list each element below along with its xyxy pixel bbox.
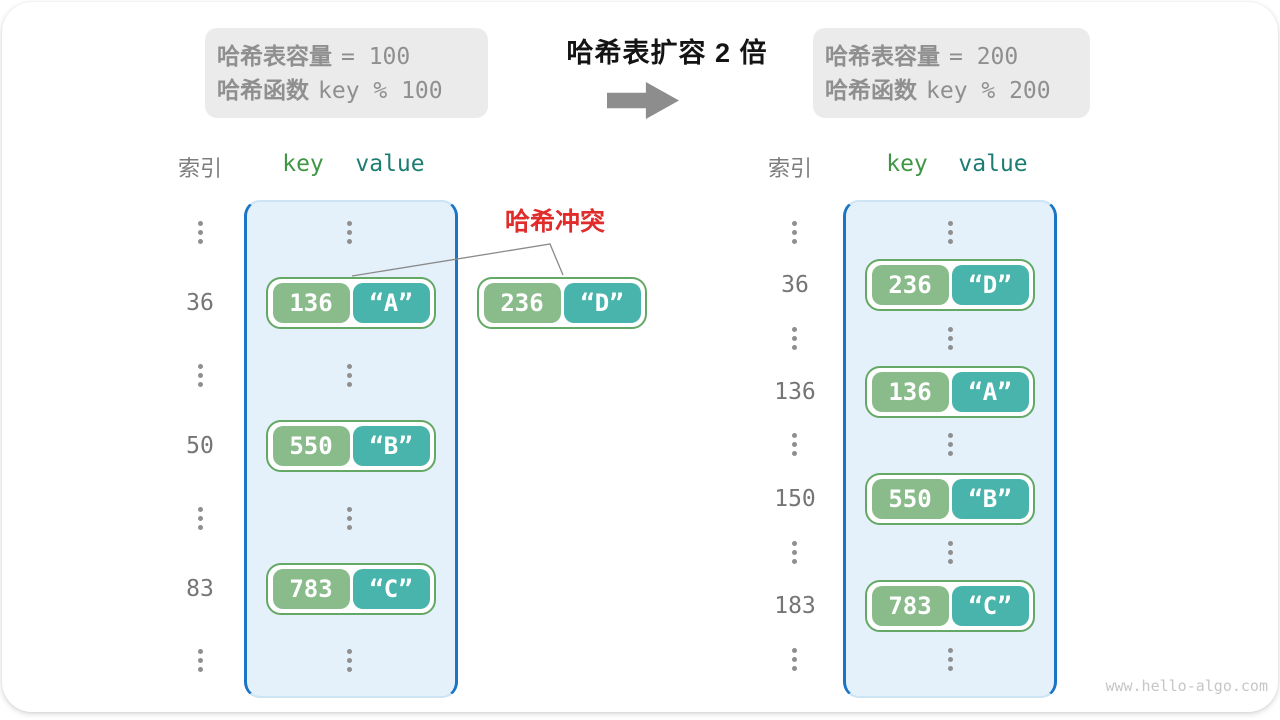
site-watermark: www.hello-algo.com: [1105, 677, 1268, 695]
hash-collision-label: 哈希冲突: [504, 208, 605, 236]
value-cell: “B”: [951, 479, 1029, 519]
ellipsis-dots: [948, 550, 953, 555]
key-cell: 136: [871, 372, 949, 412]
ellipsis-dots: [948, 442, 953, 447]
index-label: 136: [774, 379, 816, 405]
index-label: 36: [186, 290, 214, 316]
hash-function-value: key % 200: [926, 78, 1051, 104]
capacity-label: 哈希表容量: [217, 43, 332, 69]
value-cell: “C”: [352, 569, 430, 609]
index-label: 83: [186, 576, 214, 602]
ellipsis-dots: [792, 550, 797, 555]
value-cell: “A”: [951, 372, 1029, 412]
key-cell: 136: [272, 283, 350, 323]
key-cell: 236: [871, 265, 949, 305]
ellipsis-dots: [198, 658, 203, 663]
ellipsis-dots: [792, 336, 797, 341]
left-index-header: 索引: [177, 156, 222, 181]
hash-function-label: 哈希函数: [825, 77, 917, 103]
value-cell: “B”: [352, 426, 430, 466]
kv-pair-550-B: 550 “B”: [266, 420, 436, 472]
hash-function-line: 哈希函数 key % 200: [825, 74, 1080, 108]
value-cell: “C”: [951, 586, 1029, 626]
ellipsis-dots: [198, 373, 203, 378]
expansion-title: 哈希表扩容 2 倍: [566, 38, 768, 68]
kv-pair-236-D-collision: 236 “D”: [477, 277, 647, 329]
ellipsis-dots: [792, 442, 797, 447]
value-cell: “D”: [563, 283, 641, 323]
kv-pair-236-D: 236 “D”: [865, 259, 1035, 311]
value-cell: “D”: [951, 265, 1029, 305]
ellipsis-dots: [792, 230, 797, 235]
hash-function-line: 哈希函数 key % 100: [217, 74, 478, 108]
capacity-value: = 100: [341, 44, 411, 70]
key-cell: 783: [871, 586, 949, 626]
kv-pair-783-C: 783 “C”: [266, 563, 436, 615]
capacity-box-before: 哈希表容量 = 100 哈希函数 key % 100: [205, 28, 488, 118]
ellipsis-dots: [347, 230, 352, 235]
ellipsis-dots: [198, 230, 203, 235]
kv-pair-550-B: 550 “B”: [865, 473, 1035, 525]
kv-pair-136-A: 136 “A”: [266, 277, 436, 329]
kv-pair-136-A: 136 “A”: [865, 366, 1035, 418]
right-index-header: 索引: [767, 156, 812, 181]
ellipsis-dots: [948, 230, 953, 235]
value-cell: “A”: [352, 283, 430, 323]
key-cell: 550: [272, 426, 350, 466]
right-value-header: value: [958, 151, 1028, 177]
left-key-header: key: [282, 151, 324, 177]
ellipsis-dots: [347, 658, 352, 663]
capacity-label: 哈希表容量: [825, 43, 940, 69]
key-cell: 550: [871, 479, 949, 519]
ellipsis-dots: [347, 516, 352, 521]
hash-function-label: 哈希函数: [217, 77, 309, 103]
capacity-line: 哈希表容量 = 100: [217, 40, 478, 74]
key-cell: 783: [272, 569, 350, 609]
right-key-header: key: [886, 151, 928, 177]
ellipsis-dots: [198, 516, 203, 521]
key-cell: 236: [483, 283, 561, 323]
ellipsis-dots: [347, 373, 352, 378]
index-label: 150: [774, 486, 816, 512]
ellipsis-dots: [948, 657, 953, 662]
kv-pair-783-C: 783 “C”: [865, 580, 1035, 632]
ellipsis-dots: [948, 336, 953, 341]
index-label: 50: [186, 433, 214, 459]
left-value-header: value: [355, 151, 425, 177]
hash-function-value: key % 100: [318, 78, 443, 104]
capacity-line: 哈希表容量 = 200: [825, 40, 1080, 74]
ellipsis-dots: [792, 657, 797, 662]
capacity-box-after: 哈希表容量 = 200 哈希函数 key % 200: [813, 28, 1090, 118]
index-label: 36: [781, 272, 809, 298]
capacity-value: = 200: [949, 44, 1019, 70]
index-label: 183: [774, 593, 816, 619]
